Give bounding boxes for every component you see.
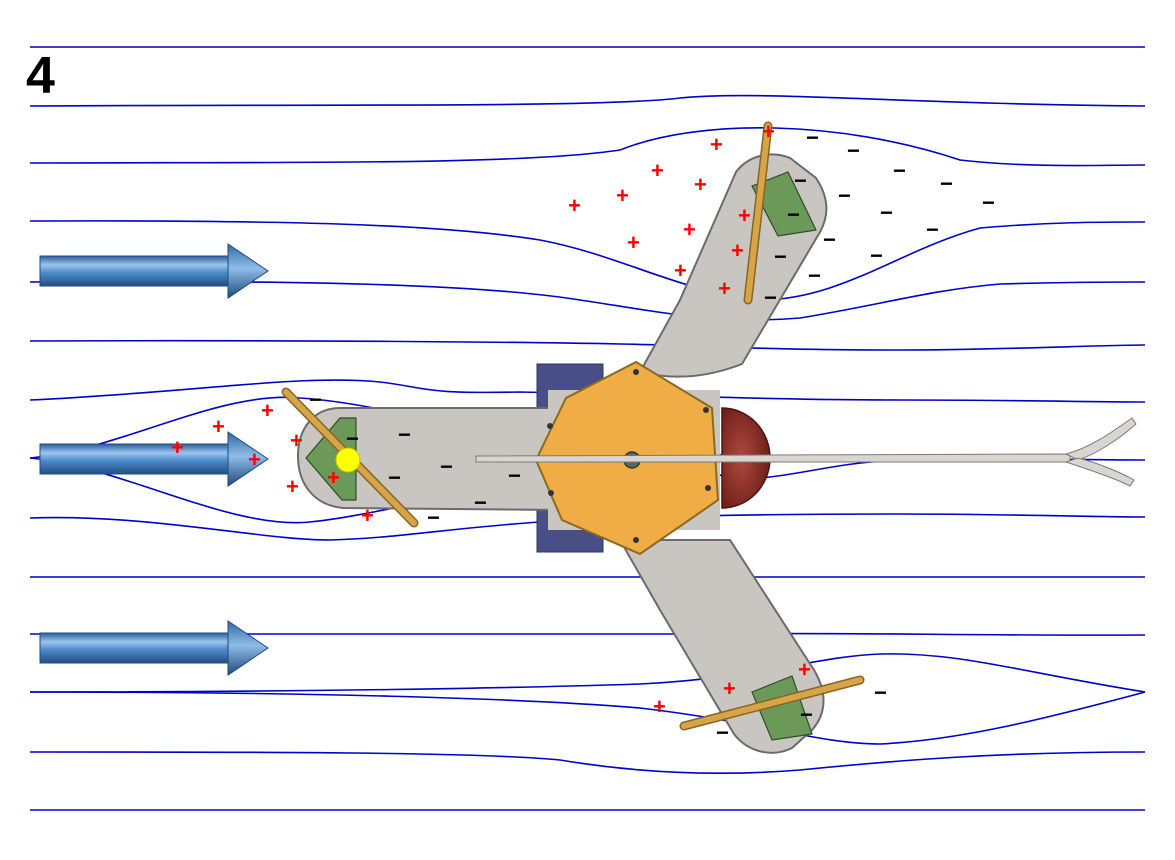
- minus-sign: −: [870, 243, 883, 268]
- flow-arrow-icon: [39, 243, 269, 299]
- minus-sign: −: [806, 125, 819, 150]
- plus-sign: +: [674, 258, 687, 283]
- minus-sign: −: [787, 202, 800, 227]
- plus-sign: +: [651, 158, 664, 183]
- minus-sign: −: [926, 217, 939, 242]
- plus-sign: +: [212, 414, 225, 439]
- minus-sign: −: [800, 702, 813, 727]
- plus-sign: +: [762, 119, 775, 144]
- plus-sign: +: [653, 694, 666, 719]
- minus-sign: −: [794, 168, 807, 193]
- plus-sign: +: [718, 276, 731, 301]
- hub-bolt: [703, 407, 709, 413]
- plus-sign: +: [683, 217, 696, 242]
- plus-sign: +: [568, 193, 581, 218]
- minus-sign: −: [716, 720, 729, 745]
- plus-sign: +: [171, 435, 184, 460]
- plus-sign: +: [723, 676, 736, 701]
- minus-sign: −: [427, 505, 440, 530]
- minus-sign: −: [508, 463, 521, 488]
- minus-sign: −: [808, 263, 821, 288]
- plus-sign: +: [261, 398, 274, 423]
- plus-sign: +: [627, 230, 640, 255]
- hub-bolt: [633, 537, 639, 543]
- plus-sign: +: [327, 465, 340, 490]
- plus-sign: +: [286, 474, 299, 499]
- tail-vane: [475, 417, 1137, 487]
- plus-sign: +: [290, 428, 303, 453]
- minus-sign: −: [940, 171, 953, 196]
- streamline: [29, 280, 1146, 321]
- flow-arrow-icon: [39, 431, 269, 487]
- streamline: [29, 339, 1146, 351]
- plus-sign: +: [694, 172, 707, 197]
- minus-sign: −: [982, 190, 995, 215]
- flow-arrow-icon: [39, 620, 269, 676]
- hub-bolt: [548, 490, 554, 496]
- pivot-dot-icon: [335, 447, 361, 473]
- plus-sign: +: [710, 132, 723, 157]
- hub-bolt: [547, 423, 553, 429]
- blade: [679, 675, 865, 731]
- minus-sign: −: [309, 387, 322, 412]
- plus-sign: +: [731, 238, 744, 263]
- hub-bolt: [633, 369, 639, 375]
- minus-sign: −: [398, 422, 411, 447]
- plus-sign: +: [248, 447, 261, 472]
- minus-sign: −: [474, 490, 487, 515]
- streamline: [29, 94, 1146, 107]
- minus-sign: −: [893, 158, 906, 183]
- minus-sign: −: [440, 454, 453, 479]
- hub-bolt: [705, 485, 711, 491]
- positive-pressure-signs: + + + + + + + + + + + + + + + + + + + + …: [171, 119, 811, 719]
- minus-sign: −: [847, 138, 860, 163]
- plus-sign: +: [361, 503, 374, 528]
- minus-sign: −: [823, 227, 836, 252]
- blade-mount: [751, 171, 817, 237]
- blade: [743, 121, 773, 305]
- minus-sign: −: [346, 426, 359, 451]
- streamline: [29, 751, 1146, 775]
- streamline: [29, 691, 1146, 745]
- minus-sign: −: [388, 465, 401, 490]
- step-number: 4: [26, 47, 55, 105]
- plus-sign: +: [738, 203, 751, 228]
- plus-sign: +: [616, 183, 629, 208]
- minus-sign: −: [764, 285, 777, 310]
- plus-sign: +: [798, 657, 811, 682]
- minus-sign: −: [874, 680, 887, 705]
- minus-sign: −: [774, 244, 787, 269]
- streamline: [29, 127, 1146, 167]
- minus-sign: −: [838, 183, 851, 208]
- minus-sign: −: [880, 200, 893, 225]
- negative-pressure-signs: − − − − − − − − − − − − − − − − − − − − …: [309, 125, 995, 745]
